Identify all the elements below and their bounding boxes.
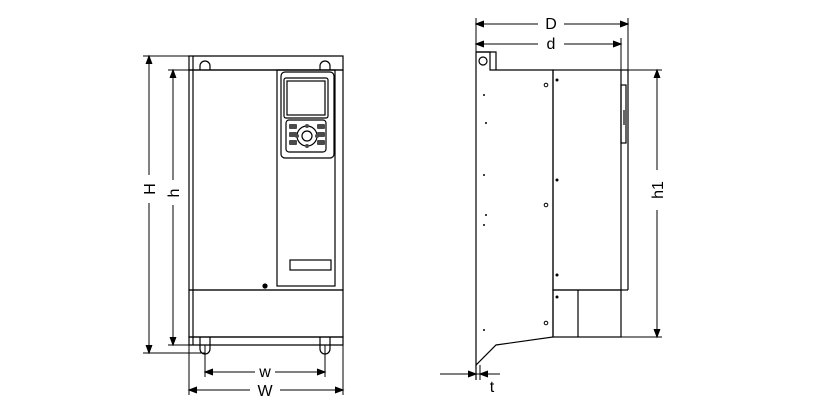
side-small-holes [543,82,549,326]
label-d: d [547,36,556,53]
keypad-button-panel [285,119,327,153]
keypad-buttons [289,124,325,148]
mounting-hole-icon [199,60,211,70]
front-body [188,69,344,291]
keypad-button-icon [289,140,297,145]
keypad-housing [280,71,335,159]
keypad-screen [286,80,326,116]
keypad-dial-inner [301,130,313,142]
keypad-button-icon [305,144,309,148]
side-keypad-bump [620,84,627,144]
side-view [475,51,629,380]
side-top-flange [476,51,497,70]
front-view [188,55,344,355]
label-D: D [545,16,557,33]
keypad-button-icon [289,124,297,129]
side-profile [475,51,554,367]
keypad-button-icon [295,134,299,138]
label-H: H [142,183,159,195]
front-bottom-section [188,289,344,338]
label-t: t [490,379,495,396]
mounting-hole-icon [319,60,331,70]
label-h: h [166,189,183,198]
keypad-button-icon [289,132,297,137]
label-w: w [258,364,271,381]
side-lower-section [552,289,622,338]
side-dimensions [440,18,662,380]
keypad-screen-frame [283,77,329,119]
keypad-button-icon [317,132,325,137]
keypad-button-icon [305,124,309,128]
nameplate-slot [289,259,332,271]
label-W: W [257,383,273,400]
keypad-button-icon [315,134,319,138]
front-panel [276,69,336,287]
mounting-hole-icon [478,56,488,66]
keypad-dial-outer [296,125,318,147]
front-dimensions [143,54,345,395]
side-front-section [552,69,622,291]
label-h1: h1 [650,181,667,199]
side-dots [483,78,559,331]
keypad-button-icon [317,124,325,129]
indicator-dot [262,283,268,289]
keypad-button-icon [317,140,325,145]
